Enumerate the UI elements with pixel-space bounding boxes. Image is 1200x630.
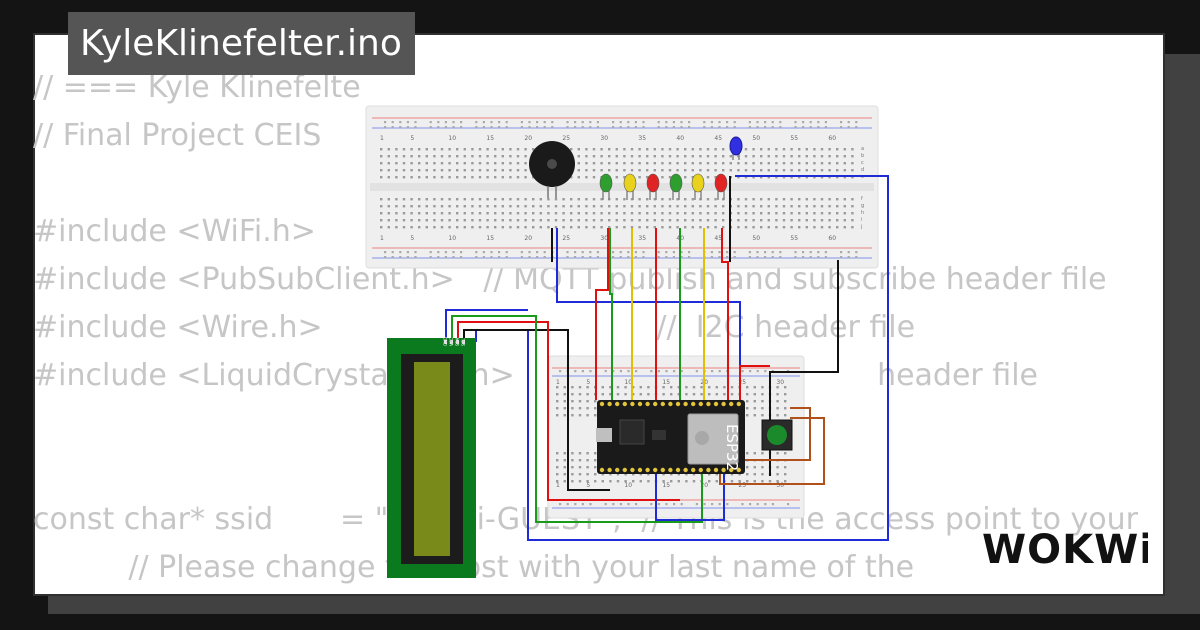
column-number: 5 — [586, 379, 590, 386]
column-number: 15 — [662, 379, 670, 386]
led — [599, 173, 613, 200]
wires — [445, 175, 889, 541]
column-number: 50 — [752, 135, 760, 142]
column-number: 25 — [562, 135, 570, 142]
wire-red — [457, 321, 680, 501]
column-number: 45 — [714, 135, 722, 142]
column-number: 5 — [586, 482, 590, 489]
code-line: // === Kyle Klinefelte — [33, 70, 361, 105]
column-number: 10 — [448, 135, 456, 142]
push-button — [761, 419, 793, 451]
column-number: 45 — [714, 235, 722, 242]
led — [623, 173, 637, 200]
led — [691, 173, 705, 200]
column-number: 30 — [600, 235, 608, 242]
column-number: 40 — [676, 135, 684, 142]
lcd-pin-label: SDA — [455, 337, 460, 346]
column-number: 20 — [524, 135, 532, 142]
blue-led — [729, 136, 743, 160]
row-letter: j — [860, 224, 862, 230]
column-number: 20 — [524, 235, 532, 242]
wire-green — [609, 228, 613, 400]
column-number: 1 — [380, 235, 384, 242]
esp32-pins — [599, 401, 741, 473]
project-title: KyleKlinefelter.ino — [68, 12, 415, 75]
column-number: 10 — [448, 235, 456, 242]
led — [646, 173, 660, 200]
column-number: 1 — [556, 379, 560, 386]
row-letter: c — [861, 160, 864, 166]
column-number: 60 — [828, 235, 836, 242]
column-number: 1 — [380, 135, 384, 142]
column-number: 15 — [486, 135, 494, 142]
buzzer — [529, 141, 575, 198]
column-number: 5 — [410, 235, 414, 242]
led — [714, 173, 728, 200]
lcd-pin-label: SCL — [461, 338, 466, 346]
row-letter: f — [861, 196, 863, 202]
column-number: 10 — [624, 482, 632, 489]
column-number: 1 — [556, 482, 560, 489]
wokwi-logo-text: WOKWi — [982, 527, 1148, 571]
lcd-pin-label: VCC — [449, 337, 454, 346]
column-number: 20 — [700, 482, 708, 489]
lcd-pin-label: GND — [443, 337, 448, 346]
wire-blue — [445, 309, 528, 342]
wire-red — [721, 228, 729, 400]
code-line: // Final Project CEIS — [33, 118, 322, 153]
wire-brown — [719, 417, 825, 485]
wire-red — [739, 365, 770, 400]
row-letter: a — [861, 146, 864, 152]
led — [669, 173, 683, 200]
row-letter: g — [861, 203, 864, 209]
row-letter: h — [861, 210, 864, 216]
wire-blue — [655, 472, 725, 521]
column-number: 15 — [486, 235, 494, 242]
column-number: 50 — [752, 235, 760, 242]
code-line: #include <Wire.h> // I2C header file — [33, 310, 916, 345]
column-number: 25 — [738, 482, 746, 489]
esp32-label: ESP32 — [723, 424, 741, 471]
row-letter: i — [861, 217, 862, 223]
column-number: 55 — [790, 135, 798, 142]
column-number: 15 — [662, 482, 670, 489]
column-number: 35 — [638, 135, 646, 142]
column-number: 25 — [562, 235, 570, 242]
source-code: // === Kyle Klinefelte // Final Project … — [33, 64, 1138, 592]
column-number: 30 — [776, 482, 784, 489]
column-number: 30 — [776, 379, 784, 386]
column-number: 55 — [790, 235, 798, 242]
column-number: 10 — [624, 379, 632, 386]
column-number: 35 — [638, 235, 646, 242]
row-letter: d — [861, 167, 864, 173]
esp32-board: ESP32 — [596, 400, 745, 474]
wire-red — [595, 228, 609, 400]
column-number: 60 — [828, 135, 836, 142]
row-letter: b — [861, 153, 864, 159]
wokwi-logo: WOKWi — [982, 527, 1148, 571]
wire-blue — [556, 228, 741, 406]
column-number: 5 — [410, 135, 414, 142]
column-number: 25 — [738, 379, 746, 386]
column-number: 30 — [600, 135, 608, 142]
wire-black — [463, 329, 610, 491]
wire-green — [451, 315, 703, 523]
led-row — [599, 173, 728, 200]
